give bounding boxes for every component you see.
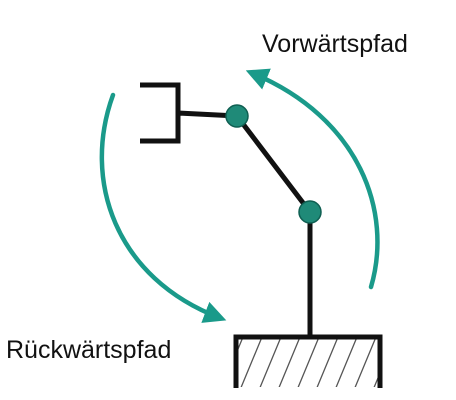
lower-joint-icon <box>298 200 322 224</box>
upper-joint-icon <box>225 104 249 128</box>
forward-path-label: Vorwärtspfad <box>262 30 408 58</box>
upper-arm-link <box>234 113 313 215</box>
backward-path-arrow <box>99 92 227 323</box>
backward-path-label: Rückwärtspfad <box>6 336 171 364</box>
forward-path-arrow <box>245 68 380 290</box>
hatched-base-icon <box>233 334 383 388</box>
gripper-icon <box>140 82 238 144</box>
